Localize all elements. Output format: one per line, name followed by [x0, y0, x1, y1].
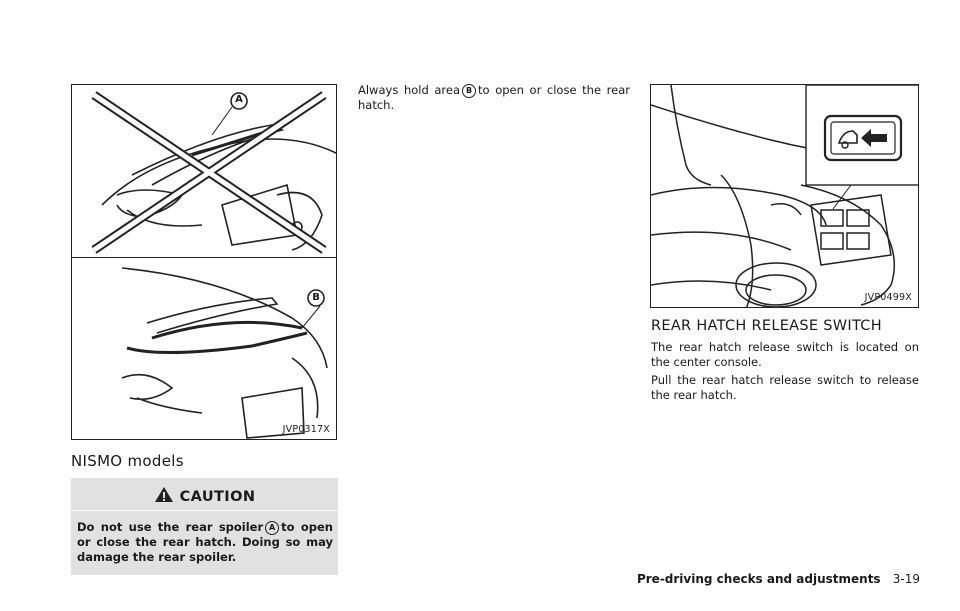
figure-code: JVP0499X	[864, 292, 912, 303]
callout-a-label: A	[235, 94, 243, 105]
release-switch-heading: REAR HATCH RELEASE SWITCH	[651, 318, 882, 334]
marker-b-icon: B	[462, 84, 477, 98]
spoiler-wrong-panel	[91, 91, 336, 254]
caution-divider	[71, 510, 338, 511]
callout-b-label: B	[312, 292, 320, 303]
footer-page-number: 3-19	[892, 572, 920, 586]
caution-title-row: CAUTION	[71, 486, 338, 505]
warning-triangle-icon	[154, 487, 173, 502]
hold-text-after: to open or close the rear hatch.	[358, 83, 630, 112]
hatch-release-icon	[837, 129, 887, 149]
caution-text-after: to open or close the rear hatch. Doing s…	[77, 520, 333, 564]
spoiler-illustration: A B JVP0317X	[71, 84, 337, 440]
console-drawing	[651, 85, 918, 307]
caution-title: CAUTION	[179, 489, 256, 505]
release-para-2: Pull the rear hatch release switch to re…	[651, 373, 919, 402]
figure-code: JVP0317X	[282, 424, 330, 435]
figure-divider	[72, 257, 336, 258]
hold-text-before: Always hold area	[358, 83, 461, 97]
footer-section: Pre-driving checks and adjustments	[636, 572, 881, 586]
page-footer: Pre-driving checks and adjustments 3-19	[637, 572, 920, 586]
release-switch-illustration: JVP0499X	[650, 84, 919, 308]
release-para-1: The rear hatch release switch is located…	[651, 340, 919, 369]
caution-text-before: Do not use the rear spoiler	[77, 520, 264, 534]
marker-a-icon: A	[265, 521, 280, 535]
nismo-heading: NISMO models	[71, 452, 184, 470]
spoiler-correct-panel	[121, 267, 328, 439]
